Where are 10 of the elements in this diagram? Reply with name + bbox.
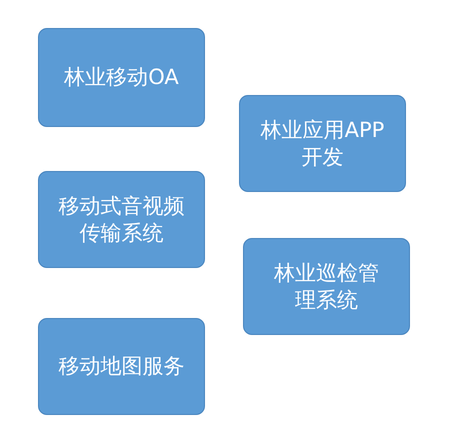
process-box [38,28,205,127]
box-label: 移动式音视频传输系统 [58,192,186,246]
box-label: 林业巡检管理系统 [273,260,380,314]
box-label: 林业移动OA [63,64,180,91]
process-box [239,95,406,192]
box-label: 林业应用APP开发 [260,116,386,170]
box-label: 移动地图服务 [58,353,186,380]
process-box [243,238,410,335]
process-box [38,171,205,268]
process-box [38,318,205,415]
